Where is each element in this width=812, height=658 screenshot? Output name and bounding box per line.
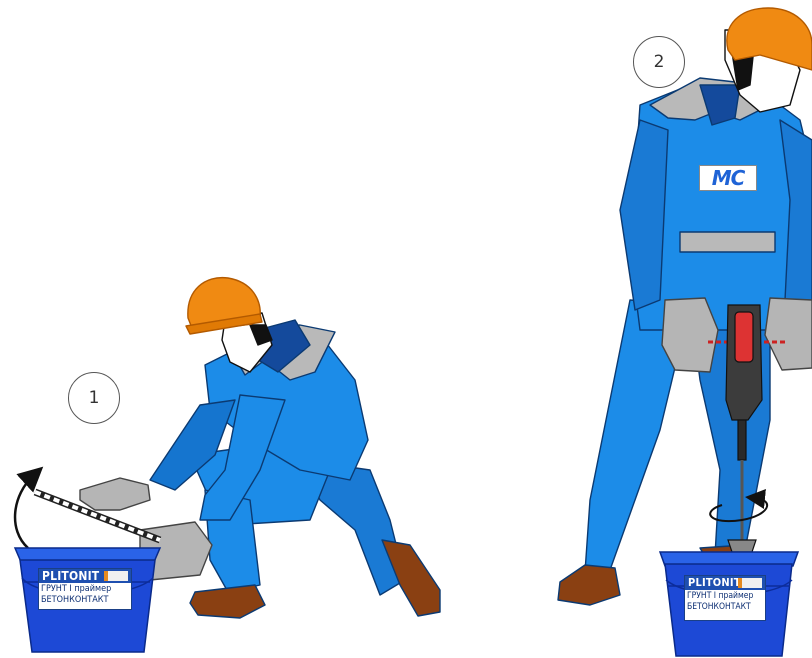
- step-number-1: 1: [68, 372, 120, 424]
- standing-worker: [558, 8, 812, 605]
- brand-mark-icon: [104, 571, 128, 581]
- product-line-1: ГРУНТ I праймер: [39, 583, 131, 594]
- bucket-label-2: PLITONIT ГРУНТ I праймер БЕТОНКОНТАКТ: [684, 575, 766, 621]
- lift-arrow: [15, 475, 34, 548]
- glove-left-1: [80, 478, 150, 510]
- boot-left: [190, 585, 265, 618]
- product-line-1: ГРУНТ I праймер: [685, 590, 765, 601]
- product-line-2: БЕТОНКОНТАКТ: [39, 594, 131, 605]
- bucket-label-1: PLITONIT ГРУНТ I праймер БЕТОНКОНТАКТ: [38, 568, 132, 610]
- brand-mark-icon: [738, 578, 762, 588]
- step-number-2: 2: [633, 36, 685, 88]
- mc-chest-logo: MC: [699, 165, 757, 191]
- glove-right-2: [765, 298, 812, 370]
- boot-left-2: [558, 565, 620, 605]
- glove-left-2: [662, 298, 718, 372]
- product-line-2: БЕТОНКОНТАКТ: [685, 601, 765, 612]
